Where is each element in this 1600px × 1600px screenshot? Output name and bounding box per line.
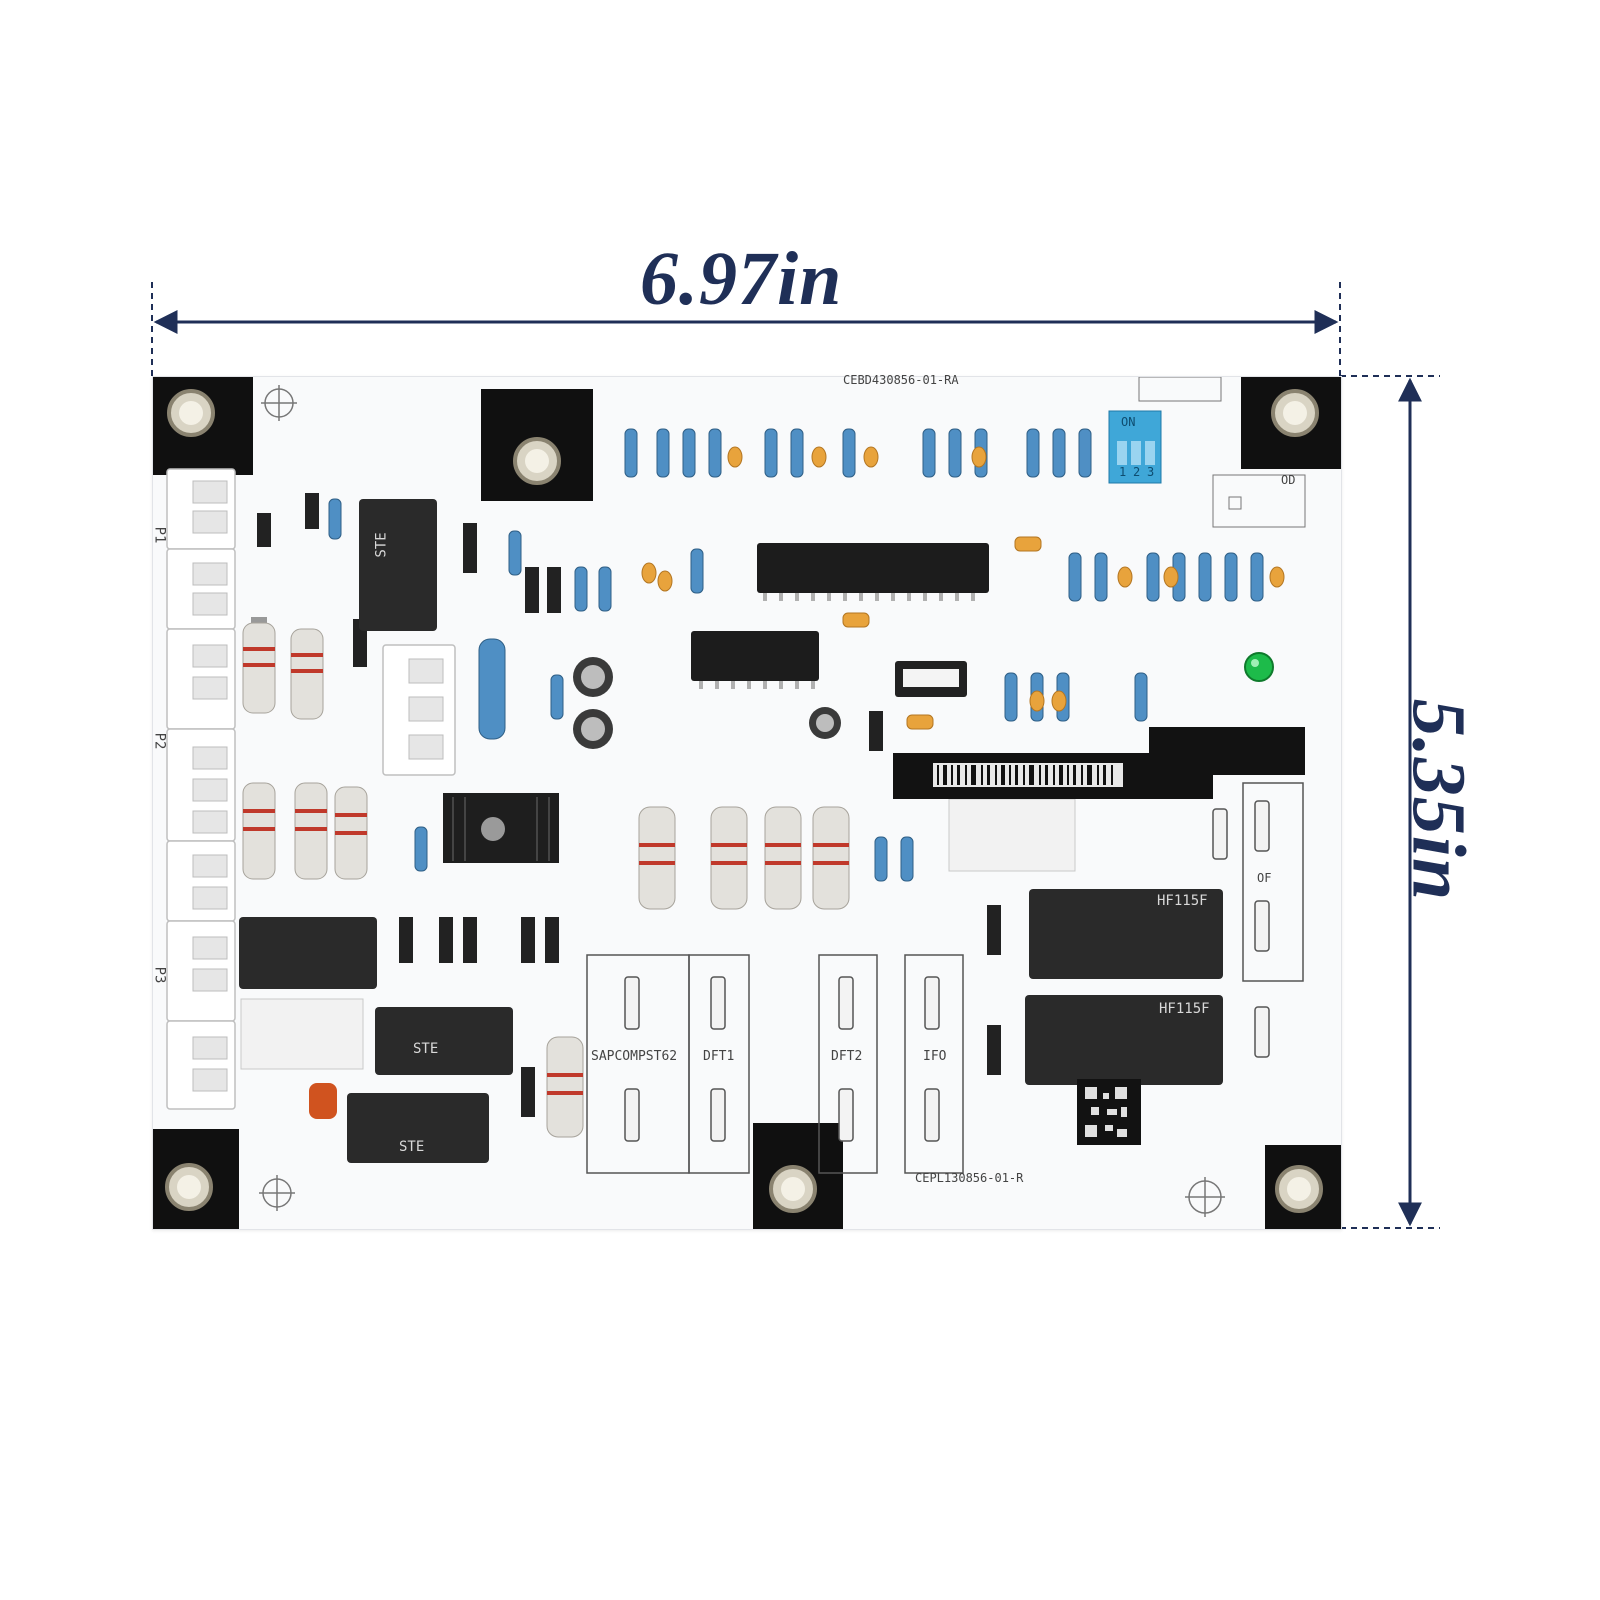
connector-label-p3: P3: [151, 966, 168, 984]
dip-switch-position-2: 2: [1133, 465, 1141, 479]
dip-switch-position-3: 3: [1147, 465, 1155, 479]
barcode-label: [893, 727, 1305, 1145]
width-dimension-label: 6.97in: [640, 237, 843, 321]
electrolytic-capacitors: [573, 657, 841, 749]
label-of: OF: [1257, 871, 1272, 885]
dip-switch: [1108, 410, 1162, 484]
relay-ste-3-label: STE: [399, 1139, 425, 1155]
dip-switch-position-1: 1: [1119, 465, 1127, 479]
relay-ste-2-label: STE: [413, 1041, 439, 1057]
connector-label-p2: P2: [151, 732, 168, 750]
relay-hf115f-1-label: HF115F: [1157, 893, 1208, 909]
ics: [691, 543, 989, 697]
circuit-board: CEBD430856-01-RA CEPL130856-01-R P1 P2 P…: [151, 373, 1342, 1230]
connector-label-p1: P1: [151, 526, 168, 544]
board-artwork: [153, 377, 1341, 1229]
fuse-label-dft2: DFT2: [831, 1049, 863, 1064]
relays: [239, 499, 1223, 1163]
label-od: OD: [1281, 473, 1296, 487]
fuse-zones: [586, 782, 1304, 1174]
heatsink: [443, 793, 559, 863]
fuse-label-dft1: DFT1: [703, 1049, 735, 1064]
green-led: [1244, 652, 1274, 682]
fuse-clips: [624, 800, 1270, 1142]
part-number-top: CEBD430856-01-RA: [843, 373, 959, 387]
relay-ste-1-label: STE: [373, 532, 390, 558]
signal-resistors: [328, 428, 1264, 882]
mounting-pads: [153, 377, 1341, 1229]
fuse-label-sapcompst62: SAPCOMPST62: [591, 1049, 678, 1064]
fuse-label-ifo: IFO: [923, 1049, 947, 1064]
relay-hf115f-2-label: HF115F: [1159, 1001, 1210, 1017]
power-resistors: [242, 617, 850, 1138]
part-number-bottom: CEPL130856-01-R: [915, 1171, 1024, 1185]
dip-switch-on-label: ON: [1121, 415, 1136, 429]
